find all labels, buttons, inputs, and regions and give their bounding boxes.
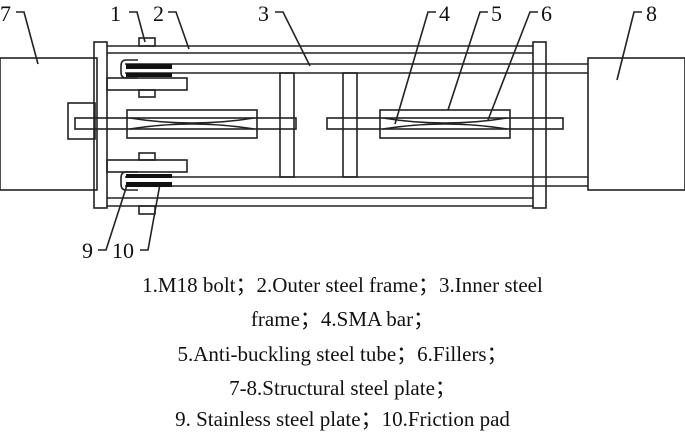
leader-8: [616, 11, 642, 81]
clamp-hook-bottom: [120, 171, 138, 191]
callout-10: 10: [112, 238, 134, 263]
stainless-plate-top: [126, 73, 172, 77]
structural-plate-right: [587, 57, 685, 191]
sma-bar-right: [326, 117, 564, 130]
callout-2: 2: [153, 1, 164, 26]
bolt-head-bottom: [138, 205, 156, 215]
bolt-nut-bottom: [138, 152, 156, 161]
callout-4: 4: [439, 1, 450, 26]
bolt-head-top: [138, 37, 156, 47]
filler-left: [129, 117, 255, 130]
callout-9: 9: [82, 238, 93, 263]
caption-line-5: 9. Stainless steel plate；10.Friction pad: [175, 407, 510, 431]
caption-line-1: 1.M18 bolt；2.Outer steel frame；3.Inner s…: [142, 273, 543, 297]
leader-1: [129, 11, 146, 43]
friction-pad-top: [126, 64, 172, 69]
friction-pad-bottom: [126, 174, 172, 178]
leader-6: [487, 11, 538, 121]
clamp-plate-top: [106, 77, 188, 91]
stainless-plate-bottom: [126, 182, 172, 187]
anti-buckling-tube-right: [379, 109, 511, 139]
leader-4: [394, 11, 436, 125]
leader-5: [447, 11, 488, 111]
anti-buckling-tube-left: [126, 109, 258, 139]
caption-line-4: 7-8.Structural steel plate；: [229, 376, 456, 400]
callout-1: 1: [110, 1, 121, 26]
end-tab-left: [67, 102, 96, 140]
callout-6: 6: [541, 1, 552, 26]
end-plate-right: [532, 41, 547, 209]
sma-bar-left: [74, 117, 297, 130]
inner-frame-post-a: [279, 72, 295, 178]
callout-3: 3: [258, 1, 269, 26]
clamp-plate-bottom: [106, 159, 188, 173]
inner-frame-post-b: [342, 72, 358, 178]
callout-8: 8: [646, 1, 657, 26]
caption-line-2: frame；4.SMA bar；: [250, 307, 435, 331]
leader-10: [140, 183, 161, 251]
callout-5: 5: [491, 1, 502, 26]
structural-plate-left: [0, 57, 98, 191]
leader-3: [275, 11, 311, 67]
leader-9: [98, 181, 129, 251]
end-plate-left: [93, 41, 108, 209]
bolt-nut-top: [138, 89, 156, 98]
callout-7: 7: [0, 1, 11, 26]
clamp-hook-top: [120, 59, 138, 79]
leader-7: [16, 11, 39, 65]
caption-line-3: 5.Anti-buckling steel tube；6.Fillers；: [177, 342, 508, 366]
leader-2: [168, 11, 190, 50]
